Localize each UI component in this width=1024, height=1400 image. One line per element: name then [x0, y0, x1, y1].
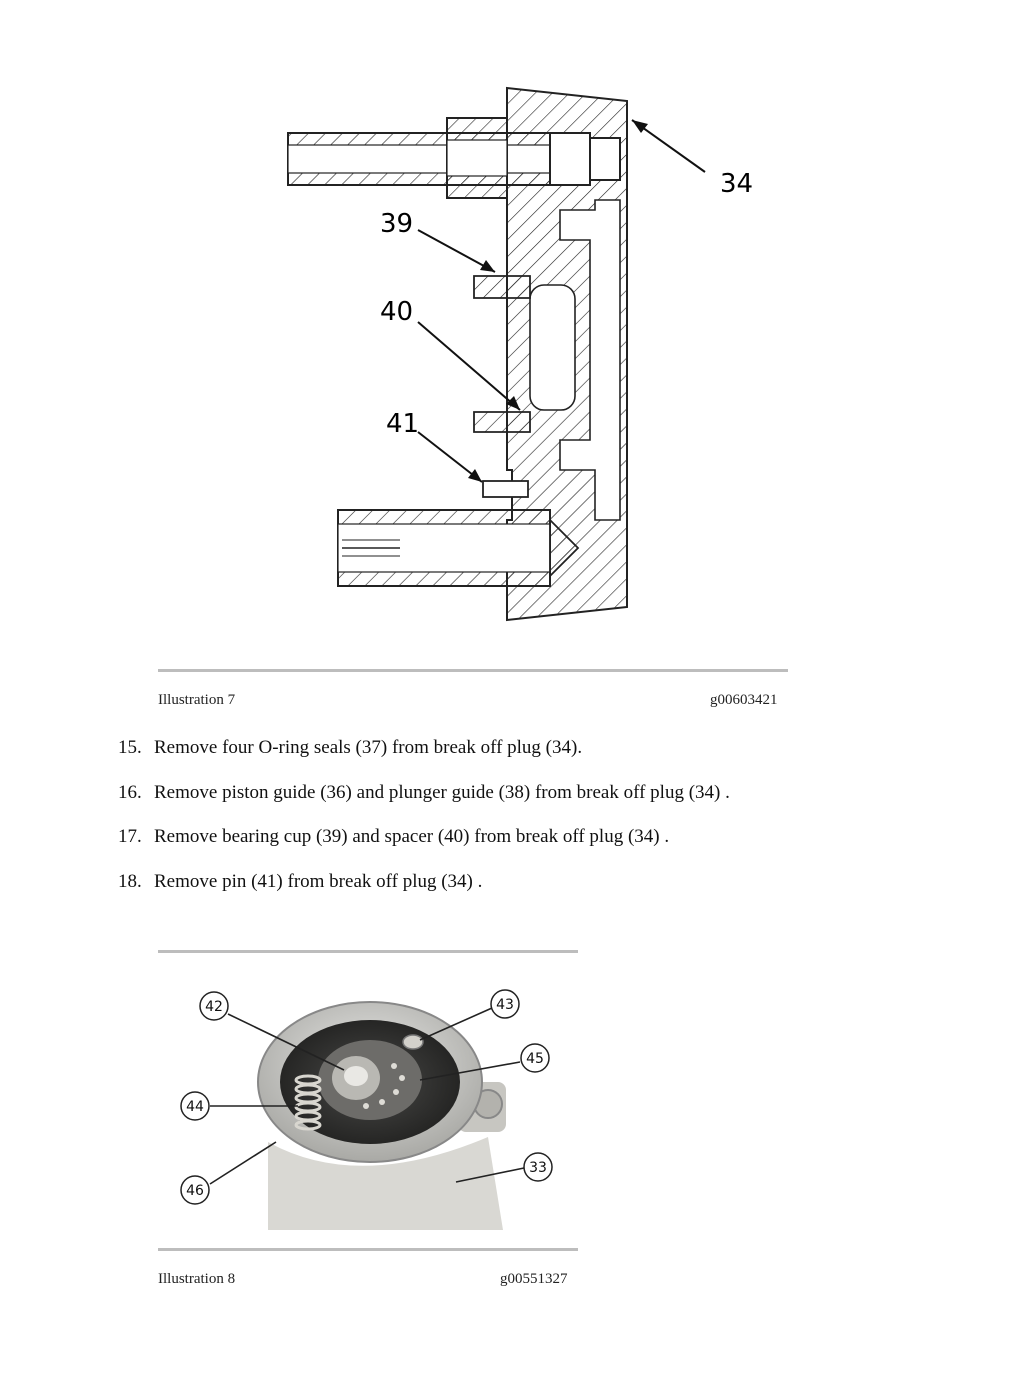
illustration-8-caption: Illustration 8	[158, 1271, 236, 1287]
step-16: 16. Remove piston guide (36) and plunger …	[118, 782, 730, 804]
step-text: Remove piston guide (36) and plunger gui…	[154, 782, 730, 803]
step-number: 18.	[118, 871, 142, 892]
step-18: 18. Remove pin (41) from break off plug (…	[118, 871, 482, 893]
callout-34: 34	[720, 169, 753, 199]
step-number: 17.	[118, 826, 142, 847]
callout-33: 33	[529, 1160, 547, 1176]
step-17: 17. Remove bearing cup (39) and spacer (4…	[118, 826, 669, 848]
illustration-7-code: g00603421	[710, 692, 778, 708]
step-text: Remove four O-ring seals (37) from break…	[154, 737, 583, 758]
illustration-7-rule	[158, 669, 788, 672]
illustration-8-top-rule	[158, 950, 578, 953]
step-number: 16.	[118, 782, 142, 803]
illustration-8-code: g00551327	[500, 1271, 568, 1287]
callout-39: 39	[380, 209, 413, 239]
callout-42: 42	[205, 999, 223, 1015]
callout-43: 43	[496, 997, 514, 1013]
step-number: 15.	[118, 737, 142, 758]
illustration-7-drawing: 34 39 40 41	[287, 86, 753, 622]
illustration-8-bottom-rule	[158, 1248, 578, 1251]
step-text: Remove bearing cup (39) and spacer (40) …	[154, 826, 670, 847]
illustration-7-caption: Illustration 7	[158, 692, 236, 708]
callout-44: 44	[186, 1099, 204, 1115]
callout-41: 41	[386, 409, 419, 439]
callout-45: 45	[526, 1051, 544, 1067]
illustration-8-photo: 42 43 45 44 33 46	[158, 962, 578, 1230]
callout-40: 40	[380, 297, 413, 327]
step-15: 15. Remove four O-ring seals (37) from br…	[118, 737, 582, 759]
callout-46: 46	[186, 1183, 204, 1199]
step-text: Remove pin (41) from break off plug (34)…	[154, 871, 483, 892]
